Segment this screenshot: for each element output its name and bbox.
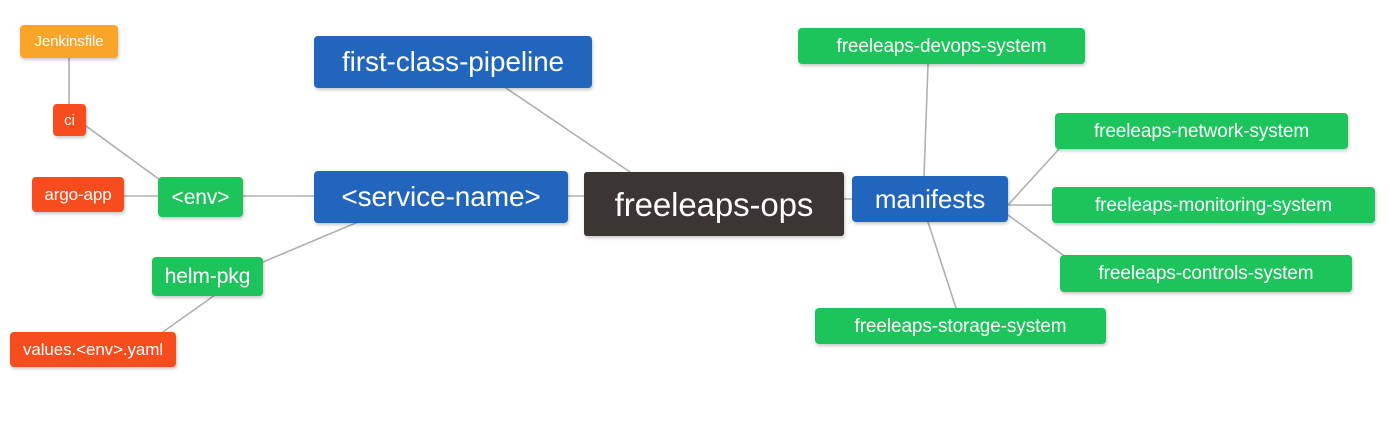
node-first-class-pipeline[interactable]: first-class-pipeline xyxy=(314,36,592,88)
node-manifests[interactable]: manifests xyxy=(852,176,1008,222)
node-argo-app[interactable]: argo-app xyxy=(32,177,124,212)
node-freeleaps-storage-system[interactable]: freeleaps-storage-system xyxy=(815,308,1106,344)
node-freeleaps-controls-system[interactable]: freeleaps-controls-system xyxy=(1060,255,1352,292)
node-service-name[interactable]: <service-name> xyxy=(314,171,568,223)
node-helm-pkg[interactable]: helm-pkg xyxy=(152,257,263,296)
edge-helm-pkg-to-service-name xyxy=(262,221,359,263)
node-freeleaps-ops[interactable]: freeleaps-ops xyxy=(584,172,844,236)
node-env[interactable]: <env> xyxy=(158,177,243,217)
node-freeleaps-network-system[interactable]: freeleaps-network-system xyxy=(1055,113,1348,149)
node-jenkinsfile[interactable]: Jenkinsfile xyxy=(20,25,118,58)
node-ci[interactable]: ci xyxy=(53,104,86,136)
edge-ci-to-env xyxy=(85,125,161,181)
node-values-yaml[interactable]: values.<env>.yaml xyxy=(10,332,176,367)
node-freeleaps-monitoring-system[interactable]: freeleaps-monitoring-system xyxy=(1052,187,1375,223)
node-freeleaps-devops-system[interactable]: freeleaps-devops-system xyxy=(798,28,1085,64)
edge-values-yaml-to-helm-pkg xyxy=(159,294,216,335)
edge-freeleaps-storage-system-to-manifests xyxy=(927,221,957,309)
edge-freeleaps-devops-system-to-manifests xyxy=(923,63,929,177)
edge-first-class-pipeline-to-freeleaps-ops xyxy=(505,87,631,173)
